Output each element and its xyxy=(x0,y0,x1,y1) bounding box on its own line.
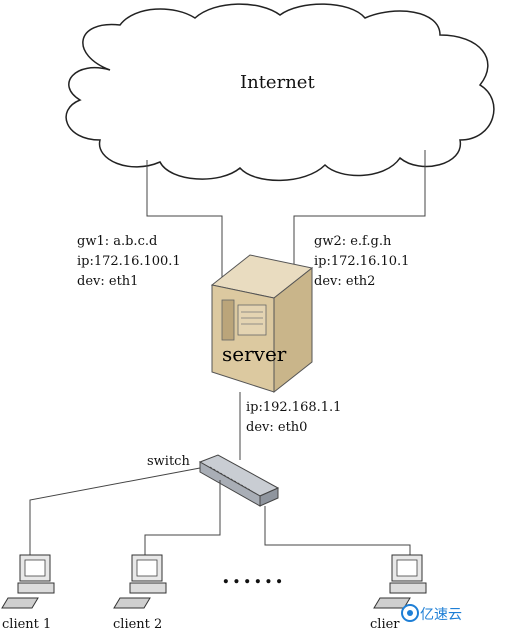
internet-cloud xyxy=(65,3,495,182)
eth0-ip: ip:192.168.1.1 xyxy=(246,400,342,415)
switch-label: switch xyxy=(147,454,190,469)
eth0-dev: dev: eth0 xyxy=(246,420,308,435)
gw2-ip: ip:172.16.10.1 xyxy=(314,254,410,269)
client-1-label: client 1 xyxy=(2,617,52,632)
server-icon xyxy=(210,254,314,394)
gw1-label: gw1: a.b.c.d xyxy=(77,234,158,249)
watermark-text: 亿速云 xyxy=(420,607,462,623)
link-eth2 xyxy=(293,150,426,290)
link-client2 xyxy=(144,480,221,556)
link-client3 xyxy=(264,506,411,556)
gw1-ip: ip:172.16.100.1 xyxy=(77,254,181,269)
client-1-icon xyxy=(1,554,55,609)
ellipsis: ...... xyxy=(222,563,286,589)
link-eth1 xyxy=(146,160,223,300)
client-2-label: client 2 xyxy=(113,617,163,632)
client-3-label: clier xyxy=(370,617,400,632)
gw2-label: gw2: e.f.g.h xyxy=(314,234,392,249)
gw1-dev: dev: eth1 xyxy=(77,274,139,289)
switch-icon xyxy=(198,454,280,507)
gw2-dev: dev: eth2 xyxy=(314,274,376,289)
watermark-logo-icon xyxy=(401,604,419,622)
link-client1 xyxy=(29,467,201,560)
client-3-icon xyxy=(373,554,427,609)
client-2-icon xyxy=(113,554,167,609)
server-label: server xyxy=(222,342,287,366)
internet-label: Internet xyxy=(240,72,315,93)
